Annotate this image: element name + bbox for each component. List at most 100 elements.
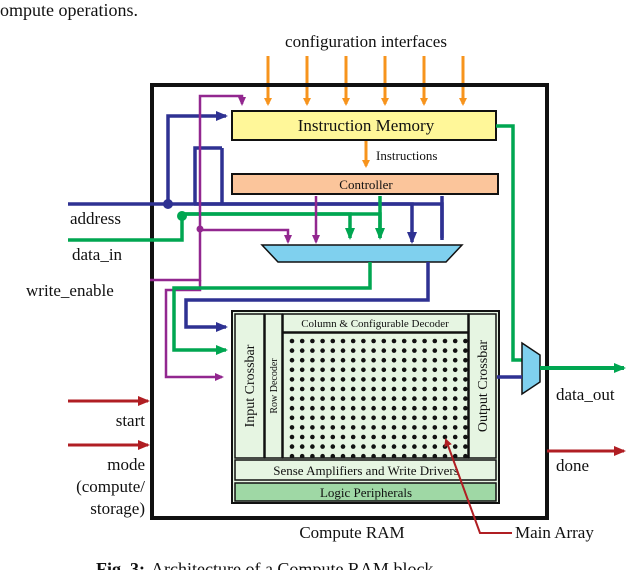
array-cell-dot	[371, 377, 376, 382]
array-cell-dot	[391, 348, 397, 353]
write-enable-junction	[196, 225, 204, 233]
array-cell-dot	[442, 338, 448, 344]
done-label: done	[556, 456, 589, 475]
array-cell-dot	[289, 453, 295, 459]
array-cell-dot	[463, 367, 468, 373]
array-cell-dot	[320, 338, 325, 344]
array-cell-dot	[381, 357, 387, 363]
array-cell-dot	[381, 453, 387, 459]
array-cell-dot	[412, 453, 417, 459]
figure-caption-label: Fig. 3:	[96, 559, 145, 570]
array-cell-dot	[320, 357, 325, 363]
write-enable-label: write_enable	[26, 281, 114, 300]
array-cell-dot	[381, 338, 387, 344]
array-cell-dot	[422, 444, 427, 449]
array-cell-dot	[350, 405, 356, 411]
data-out-label: data_out	[556, 385, 615, 404]
array-cell-dot	[350, 386, 356, 392]
array-cell-dot	[452, 434, 458, 440]
array-cell-dot	[361, 415, 366, 421]
array-cell-dot	[452, 367, 458, 373]
array-cell-dot	[371, 453, 376, 459]
array-cell-dot	[340, 405, 346, 411]
array-cell-dot	[381, 396, 387, 401]
array-cell-dot	[361, 377, 366, 382]
instruction-memory-block	[231, 110, 497, 141]
array-cell-dot	[401, 425, 407, 430]
mux-output-wires	[172, 262, 430, 355]
array-cell-dot	[422, 367, 427, 373]
sense-amps-block	[234, 459, 497, 481]
array-cell-dot	[320, 405, 325, 411]
array-cell-dot	[330, 425, 336, 430]
array-cell-dot	[340, 425, 346, 430]
array-cell-dot	[310, 386, 315, 392]
array-cell-dot	[299, 415, 305, 421]
input-crossbar-block	[234, 313, 265, 459]
array-cell-dot	[401, 338, 407, 344]
array-cell-dot	[463, 434, 468, 440]
array-cell-dot	[452, 405, 458, 411]
array-cell-dot	[452, 386, 458, 392]
array-cell-dot	[320, 377, 325, 382]
array-cell-dot	[391, 405, 397, 411]
array-cell-dot	[422, 425, 427, 430]
array-cell-dot	[422, 386, 427, 392]
array-cell-dot	[422, 453, 427, 459]
array-cell-dot	[401, 377, 407, 382]
array-cell-dot	[442, 434, 448, 440]
sense-amps-label: Sense Amplifiers and Write Drivers	[273, 463, 459, 478]
array-cell-dot	[391, 386, 397, 392]
array-cell-dot	[371, 338, 376, 344]
data-in-junction	[177, 211, 187, 221]
array-cell-dot	[350, 453, 356, 459]
top-text: ompute operations.	[0, 0, 138, 20]
array-cell-dot	[361, 338, 366, 344]
array-cell-dot	[350, 396, 356, 401]
array-cell-dot	[452, 453, 458, 459]
array-cell-dot	[432, 367, 438, 373]
array-cell-dot	[350, 377, 356, 382]
array-cell-dot	[310, 453, 315, 459]
array-cell-dot	[330, 444, 336, 449]
array-cell-dot	[452, 415, 458, 421]
array-cell-dot	[412, 425, 417, 430]
array-cell-dot	[330, 405, 336, 411]
array-cell-dot	[463, 377, 468, 382]
array-cell-dot	[432, 425, 438, 430]
array-cell-dot	[361, 367, 366, 373]
array-cell-dot	[320, 415, 325, 421]
array-cell-dot	[350, 444, 356, 449]
array-cell-dot	[391, 396, 397, 401]
array-cell-dot	[452, 338, 458, 344]
array-cell-dot	[371, 425, 376, 430]
array-cell-dot	[310, 415, 315, 421]
array-cell-dot	[340, 415, 346, 421]
array-cell-dot	[340, 386, 346, 392]
array-cell-dot	[371, 444, 376, 449]
array-cell-dot	[442, 415, 448, 421]
array-cell-dot	[299, 348, 305, 353]
array-cell-dot	[320, 386, 325, 392]
array-cell-dot	[401, 367, 407, 373]
array-cell-dot	[401, 386, 407, 392]
array-cell-dot	[463, 386, 468, 392]
instructions-label: Instructions	[376, 148, 437, 163]
array-cell-dot	[391, 377, 397, 382]
row-decoder-label: Row Decoder	[269, 358, 280, 414]
array-cell-dot	[432, 453, 438, 459]
array-cell-dot	[361, 453, 366, 459]
array-cell-dot	[299, 367, 305, 373]
array-cell-dot	[391, 338, 397, 344]
array-cell-dot	[442, 405, 448, 411]
array-cell-dot	[442, 453, 448, 459]
array-cell-dot	[310, 425, 315, 430]
column-decoder-block	[282, 313, 469, 333]
array-cell-dot	[330, 386, 336, 392]
array-cell-dot	[371, 396, 376, 401]
im-to-data-out-wire	[496, 124, 522, 362]
array-cell-dot	[310, 434, 315, 440]
array-cell-dot	[442, 377, 448, 382]
array-cell-dot	[381, 377, 387, 382]
array-cell-dot	[432, 396, 438, 401]
